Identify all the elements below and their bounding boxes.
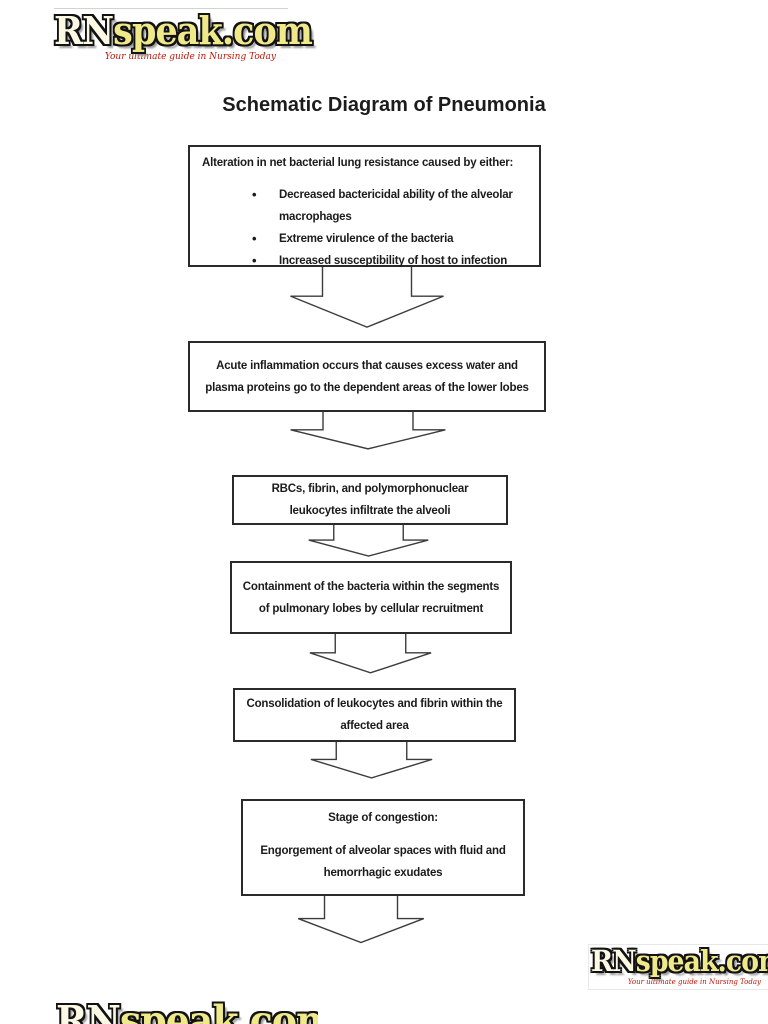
flow-box-text: Acute inflammation occurs that causes ex… bbox=[205, 359, 529, 394]
flow-box-alteration: Alteration in net bacterial lung resista… bbox=[188, 145, 541, 272]
bullet-list: Decreased bactericidal ability of the al… bbox=[252, 184, 527, 272]
rnspeak-logo-bottom-left-partial: RNspeak.com bbox=[56, 1001, 318, 1024]
down-arrow-icon bbox=[278, 412, 458, 450]
logo-tagline: Your ultimate guide in Nursing Today bbox=[104, 52, 276, 62]
flow-box-heading: Stage of congestion: bbox=[328, 812, 438, 824]
flow-box-acute-inflammation: Acute inflammation occurs that causes ex… bbox=[188, 341, 546, 412]
wordmark-rn: RN bbox=[591, 944, 637, 978]
rnspeak-logo-top: RNspeak.com Your ultimate guide in Nursi… bbox=[54, 8, 313, 62]
bullet-item: Decreased bactericidal ability of the al… bbox=[252, 184, 527, 228]
flow-box-stage-of-congestion: Stage of congestion: Engorgement of alve… bbox=[241, 799, 525, 896]
wordmark-rest: speak.com bbox=[120, 1001, 318, 1024]
flow-box-containment: Containment of the bacteria within the s… bbox=[230, 561, 512, 634]
flow-box-rbcs-fibrin: RBCs, fibrin, and polymorphonuclear leuk… bbox=[232, 475, 508, 525]
rnspeak-wordmark: RNspeak.com bbox=[591, 947, 768, 976]
flow-box-text: Consolidation of leukocytes and fibrin w… bbox=[246, 698, 503, 732]
wordmark-rest: speak.com bbox=[113, 8, 313, 53]
wordmark-rest: speak.com bbox=[635, 944, 768, 978]
flow-box-text: RBCs, fibrin, and polymorphonuclear leuk… bbox=[271, 483, 469, 517]
logo-tagline: Your ultimate guide in Nursing Today bbox=[627, 978, 761, 986]
down-arrow-icon bbox=[299, 525, 438, 557]
wordmark-rn: RN bbox=[54, 8, 114, 53]
bullet-item: Extreme virulence of the bacteria bbox=[252, 228, 527, 250]
down-arrow-icon bbox=[301, 742, 442, 779]
rnspeak-logo-bottom-right: RNspeak.com Your ultimate guide in Nursi… bbox=[588, 944, 768, 990]
flow-box-consolidation: Consolidation of leukocytes and fibrin w… bbox=[233, 688, 516, 742]
page-title: Schematic Diagram of Pneumonia bbox=[222, 94, 546, 116]
rnspeak-wordmark: RNspeak.com bbox=[56, 1001, 318, 1024]
down-arrow-icon bbox=[300, 634, 441, 674]
flow-box-text: Engorgement of alveolar spaces with flui… bbox=[260, 845, 506, 879]
flow-box-heading: Alteration in net bacterial lung resista… bbox=[202, 157, 514, 169]
down-arrow-icon bbox=[288, 896, 434, 944]
down-arrow-icon bbox=[278, 267, 456, 329]
rnspeak-wordmark: RNspeak.com bbox=[54, 12, 313, 50]
bullet-item: Increased susceptibility of host to infe… bbox=[252, 250, 527, 272]
wordmark-rn: RN bbox=[56, 1001, 121, 1024]
flow-box-text: Containment of the bacteria within the s… bbox=[242, 580, 500, 615]
